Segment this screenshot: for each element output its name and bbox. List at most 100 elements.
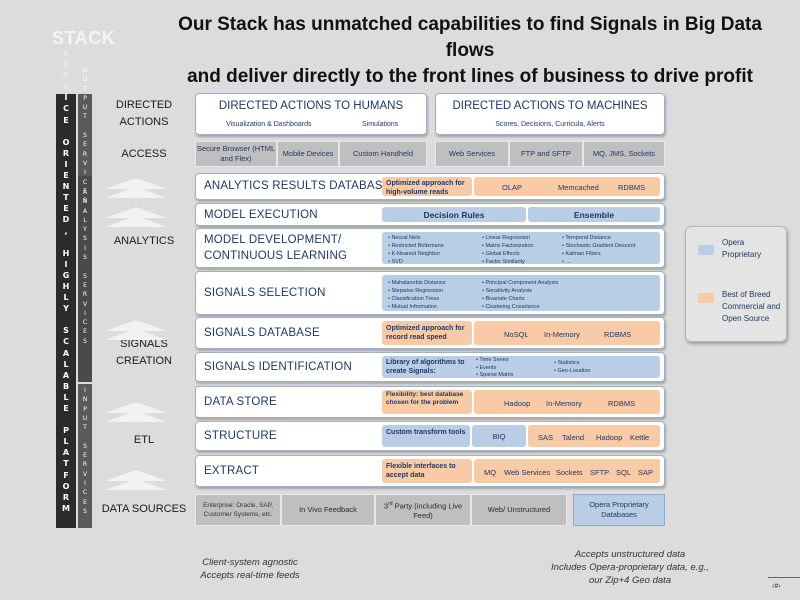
side-label-directed-actions: DIRECTED ACTIONS (96, 97, 192, 131)
vertical-letter: T (63, 459, 69, 469)
tool-talend: Talend (562, 433, 585, 442)
tool-sftp: SFTP (590, 468, 610, 477)
vertical-letter: E (63, 404, 69, 413)
vertical-letter: , (64, 226, 68, 236)
signals-selection-methods: • Mahalanobis Distance • Stepwise Regres… (382, 275, 660, 311)
tool-rdbms: RDBMS (618, 183, 646, 192)
model-development-label: MODEL DEVELOPMENT/ CONTINUOUS LEARNING (204, 232, 347, 264)
extract-label: EXTRACT (204, 465, 260, 477)
vertical-letter (78, 262, 92, 271)
chevron-up-icon (105, 470, 167, 490)
chevron-up-icon (105, 178, 167, 198)
stack-label: STACK (52, 28, 116, 48)
signals-db-desc: Optimized approach for record read speed (382, 321, 472, 345)
signals-identification-row: SIGNALS IDENTIFICATION Library of algori… (195, 352, 665, 382)
signals-db-desc-text: Optimized approach for record read speed (386, 325, 465, 341)
vertical-letter: M (62, 503, 70, 513)
tool-hadoop: Hadoop (596, 433, 623, 442)
vertical-letter (78, 432, 92, 441)
legend-label-orange: Best of Breed Commercial and Open Source (722, 290, 781, 323)
input-services-bar (78, 384, 92, 528)
vertical-letter: V (82, 300, 88, 308)
vertical-letter: L (63, 293, 69, 303)
analysis-services-bar (78, 176, 92, 382)
model-dev-col-1: • Neural Nets • Restricted Boltzmann • K… (388, 234, 444, 266)
decision-rules-cell: Decision Rules (382, 207, 526, 222)
signals-id-desc: Library of algorithms to create Signals: (386, 359, 465, 375)
directed-actions-machines: DIRECTED ACTIONS TO MACHINES Scores, Dec… (435, 93, 665, 135)
third-party-text: 3rd Party (including Live Feed) (376, 499, 470, 522)
vertical-letter (56, 126, 76, 137)
analytics-results-database-label: ANALYTICS RESULTS DATABASE (204, 180, 391, 192)
vertical-letter: A (82, 189, 88, 196)
tool-sas: SAS (538, 433, 554, 442)
legend-label-blue: Opera Proprietary (722, 238, 762, 259)
access-group-humans: Secure Browser (HTML and Flex) Mobile De… (195, 141, 427, 167)
page-number: ‹#› (772, 583, 781, 590)
vertical-letter: O (62, 481, 70, 491)
model-development-row: MODEL DEVELOPMENT/ CONTINUOUS LEARNING •… (195, 228, 665, 268)
tool-rdbms: RDBMS (604, 330, 632, 339)
vertical-letter: S (83, 272, 87, 280)
vertical-letter: E (63, 60, 69, 70)
tool-in-memory: In-Memory (546, 399, 582, 408)
extract-row: EXTRACT Flexible interfaces to accept da… (195, 455, 665, 487)
access-cell-handheld: Custom Handheld (339, 141, 427, 167)
vertical-letter: R (82, 150, 88, 158)
vertical-letter: T (83, 113, 87, 121)
directed-machines-title: DIRECTED ACTIONS TO MACHINES (452, 100, 648, 112)
vertical-letter: S (83, 442, 87, 450)
method-item: • Sparse Matrix (476, 372, 514, 378)
analytics-results-database-row: ANALYTICS RESULTS DATABASE Optimized app… (195, 173, 665, 200)
access-cell-mobile: Mobile Devices (277, 141, 339, 167)
note-right-2: Includes Opera-proprietary data, e.g., (551, 562, 709, 573)
vertical-letter: R (82, 461, 88, 469)
chevron-up-icon (105, 402, 167, 422)
extract-tools: MQ Web Services Sockets SFTP SQL SAP (474, 459, 660, 483)
vertical-letter: R (82, 291, 88, 299)
method-item: • Stochastic Gradient Descent (562, 243, 636, 249)
side-label-signals-creation: SIGNALS CREATION (96, 336, 192, 370)
tool-sockets: Sockets (556, 468, 583, 477)
signals-identification-methods: Library of algorithms to create Signals:… (382, 356, 660, 378)
vertical-letter (56, 314, 76, 325)
vertical-letter: S (83, 254, 87, 262)
vertical-letter: U (82, 104, 88, 112)
note-right: Accepts unstructured data Includes Opera… (530, 548, 730, 587)
third-party-sup: rd (388, 500, 393, 507)
tool-kettle: Kettle (630, 433, 650, 442)
structure-desc: Custom transform tools (382, 425, 470, 447)
vertical-letter: T (83, 85, 87, 93)
vertical-letter: N (82, 396, 88, 404)
signals-identification-label: SIGNALS IDENTIFICATION (204, 361, 352, 373)
data-sources-row: Enterprise: Oracle, SAP, Customer System… (195, 494, 665, 526)
tool-hadoop: Hadoop (504, 399, 531, 408)
data-store-tools: Hadoop In-Memory RDBMS (474, 390, 660, 414)
method-item: • Clustering Covariance (482, 304, 540, 310)
note-left-1: Client-system agnostic (202, 557, 298, 568)
method-item: • SVD (388, 259, 403, 265)
vertical-letter: P (83, 405, 87, 413)
vertical-letter: E (63, 204, 69, 214)
access-cell-web-services: Web Services (435, 141, 509, 167)
vertical-letter: E (83, 187, 87, 195)
biq-cell: BIQ (472, 425, 526, 447)
signals-database-label: SIGNALS DATABASE (204, 327, 320, 339)
method-item: • Matrix Factorization (482, 243, 534, 249)
vertical-letter: C (82, 178, 88, 186)
vertical-letter: E (83, 281, 87, 289)
vertical-letter: L (83, 216, 87, 224)
vertical-letter: Y (83, 226, 87, 234)
analytics-results-tools: OLAP Memcached RDBMS (474, 177, 660, 196)
access-cell-ftp: FTP and SFTP (509, 141, 583, 167)
vertical-letter: H (62, 281, 70, 291)
access-cell-mq: MQ, JMS, Sockets (583, 141, 665, 167)
vertical-letter: I (84, 244, 86, 252)
vertical-letter: B (62, 381, 70, 391)
analytics-results-desc-text: Optimized approach for high-volume reads (386, 180, 465, 196)
tool-rdbms: RDBMS (608, 399, 636, 408)
directed-humans-sub-2: Simulations (362, 121, 399, 128)
